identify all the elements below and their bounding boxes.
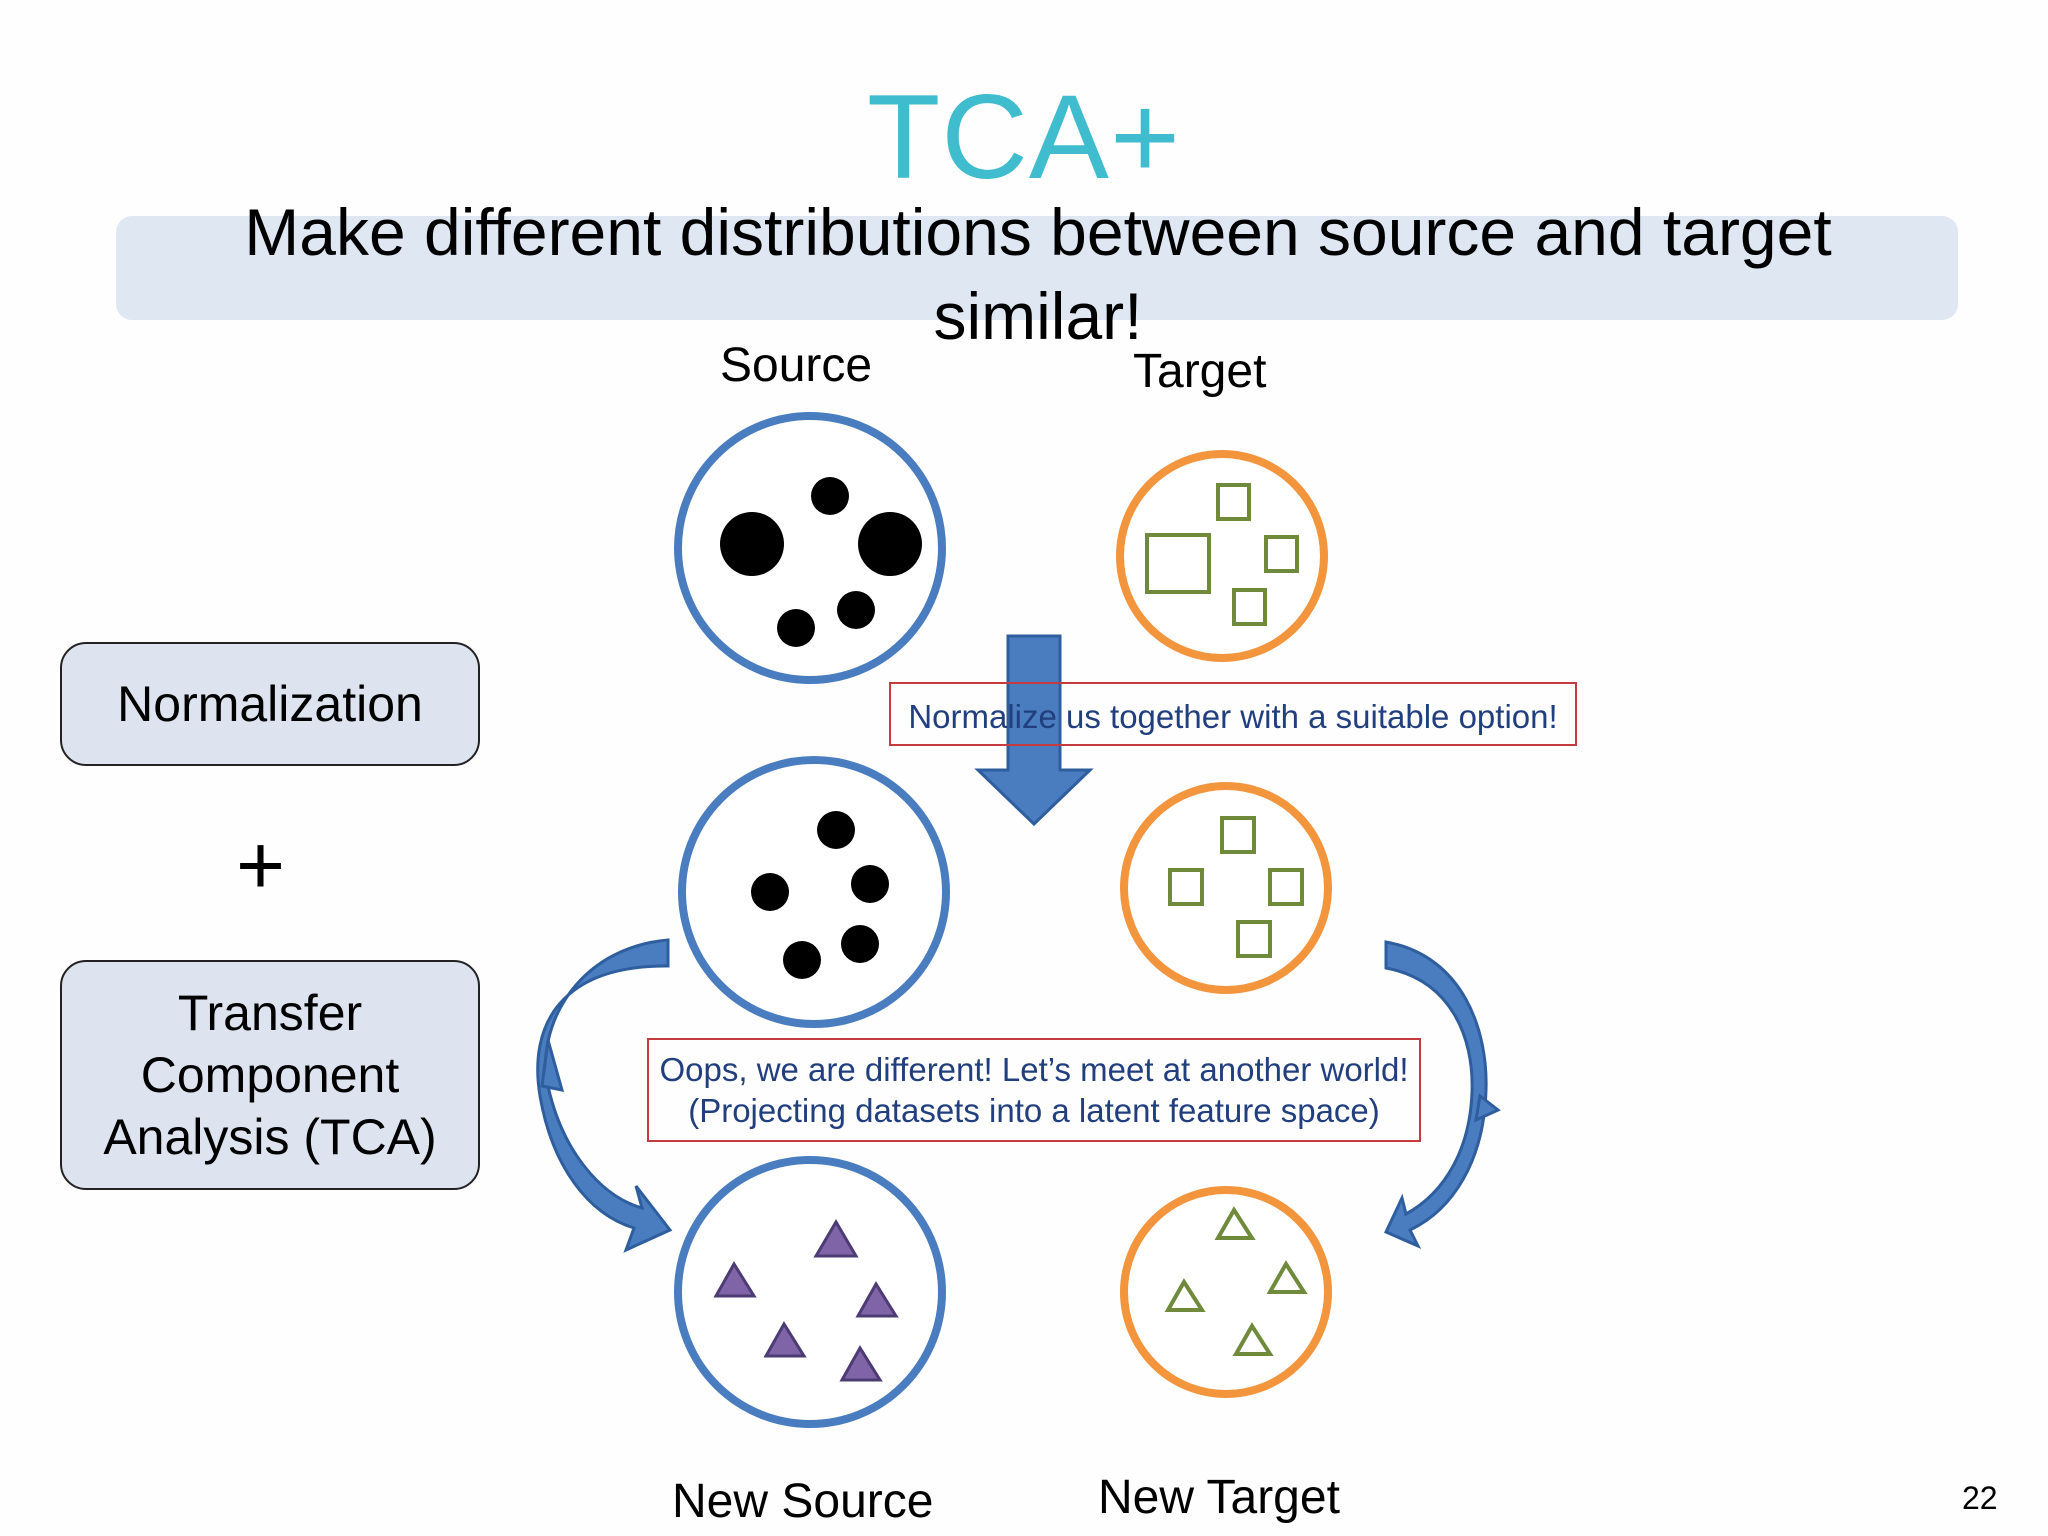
source-label: Source [720, 339, 873, 392]
data-point [817, 811, 855, 849]
data-point [1220, 816, 1256, 854]
data-point [1266, 1260, 1308, 1294]
data-point [1232, 1322, 1274, 1356]
projection-note: Oops, we are different! Let’s meet at an… [647, 1038, 1421, 1142]
normalization-label: Normalization [117, 676, 423, 732]
normalized-target-cluster [1120, 782, 1332, 994]
curved-arrow-up-right-icon [1383, 940, 1488, 1250]
projection-note-line2: (Projecting datasets into a latent featu… [688, 1092, 1380, 1129]
normalize-note-text: Normalize us together with a suitable op… [908, 698, 1558, 735]
target-label: Target [1133, 345, 1267, 398]
normalization-box: Normalization [60, 642, 480, 766]
data-point [841, 925, 879, 963]
new-target-label: New Target [1098, 1471, 1340, 1524]
data-point [839, 1345, 883, 1382]
data-point [763, 1321, 807, 1358]
plus-sign: + [236, 818, 286, 912]
data-point [1264, 535, 1299, 573]
data-point [1164, 1278, 1206, 1312]
normalized-source-cluster [678, 756, 950, 1028]
target-cluster [1116, 450, 1328, 662]
data-point [837, 591, 875, 629]
data-point [1145, 533, 1211, 594]
subtitle-band [116, 216, 1958, 320]
slide-title: TCA+ [866, 70, 1182, 204]
data-point [851, 865, 889, 903]
data-point [1236, 920, 1272, 958]
data-point [720, 512, 784, 576]
data-point [751, 873, 789, 911]
tca-box: Transfer Component Analysis (TCA) [60, 960, 480, 1190]
data-point [1168, 868, 1204, 906]
tca-label: Transfer Component Analysis (TCA) [103, 985, 437, 1165]
page-number: 22 [1962, 1480, 1998, 1516]
new-target-cluster [1120, 1186, 1332, 1398]
new-source-label: New Source [672, 1475, 934, 1528]
data-point [713, 1261, 757, 1298]
data-point [1216, 483, 1251, 521]
data-point [777, 609, 815, 647]
data-point [813, 1219, 859, 1258]
data-point [811, 477, 849, 515]
data-point [1214, 1206, 1256, 1240]
new-source-cluster [674, 1156, 946, 1428]
slide-subtitle: Make different distributions between sou… [244, 195, 1832, 353]
projection-note-line1: Oops, we are different! Let’s meet at an… [659, 1051, 1409, 1088]
data-point [855, 1281, 899, 1318]
source-cluster [674, 412, 946, 684]
normalize-note: Normalize us together with a suitable op… [889, 682, 1577, 746]
curved-arrow-down-left-icon [536, 938, 673, 1253]
data-point [858, 512, 922, 576]
down-arrow-icon [974, 634, 1094, 827]
data-point [783, 941, 821, 979]
data-point [1232, 588, 1267, 626]
data-point [1268, 868, 1304, 906]
